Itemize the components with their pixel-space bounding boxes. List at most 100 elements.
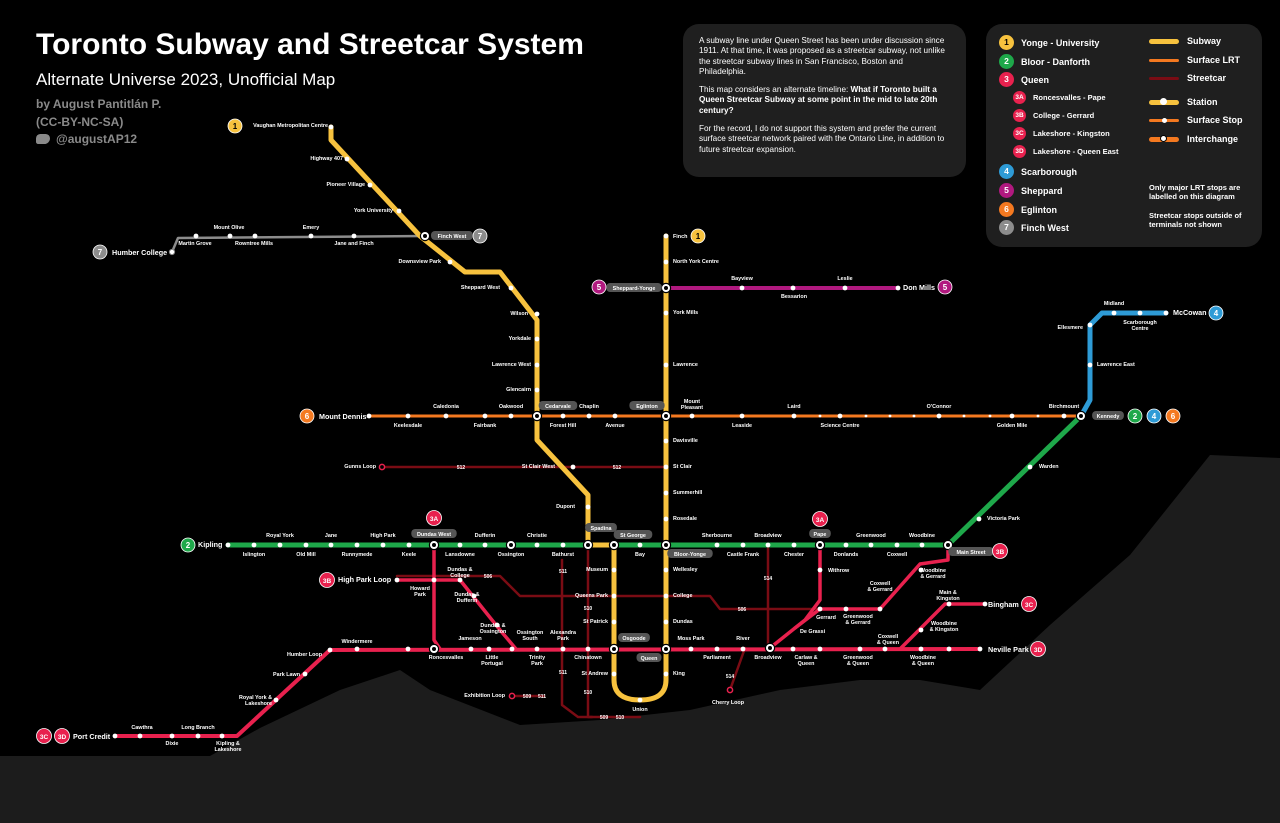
terminal-mccowan: McCowan [1173,308,1207,317]
label-bathurst: Bathurst [552,552,574,558]
station-greenwood [868,542,874,548]
terminal-humber-college: Humber College [112,248,167,257]
legend-type-interchange: Interchange [1149,134,1238,144]
legend-type-surface-lrt: Surface LRT [1149,55,1240,65]
station-alexandra-park [560,646,566,652]
station-lawrence [663,362,669,368]
station-dixie [169,733,175,739]
legend-note-streetcar: Streetcar stops outside of terminals not… [1149,211,1242,229]
badge-3a [812,511,828,527]
label-coxwell-gerrard: Coxwell& Gerrard [867,581,892,593]
route-510: 510 [616,715,625,721]
label-broadview: Broadview [754,655,782,661]
station-victoria-park [976,516,982,522]
label-gerrard: Gerrard [816,615,836,621]
terminal-mount-dennis: Mount Dennis [319,412,367,421]
label-dundas-college: Dundas &College [447,567,472,579]
label-york-mills: York Mills [673,310,698,316]
badge-3d [1030,641,1046,657]
station-mccowan [1163,310,1169,316]
label-lawrence-east: Lawrence East [1097,362,1135,368]
label-leslie: Leslie [837,276,852,282]
twitter-icon [36,134,50,144]
station-cawthra [137,733,143,739]
note-question: What if Toronto built a Queen Streetcar … [699,85,938,115]
station-icon [1149,97,1179,105]
svg-text:3D: 3D [1034,647,1043,654]
route-511: 511 [538,694,546,700]
line-badge-icon: 3B [1013,109,1026,122]
badge-1 [227,118,243,134]
streetcar-514 [728,543,770,692]
label-dixie: Dixie [166,741,179,747]
label-woodbine-gerrard: Woodbine& Gerrard [920,568,946,580]
station-humber-college [168,248,176,256]
station-college-stop [817,606,823,612]
station-bathurst [560,542,566,548]
station-forest-hill [560,413,566,419]
terminal-don-mills: Don Mills [903,283,935,292]
label-dundas-west: Dundas West [417,532,451,538]
label-castle-frank: Castle Frank [727,552,759,558]
station-kipling [225,542,231,548]
station-port-credit [112,733,118,739]
station-downsview-park [447,259,453,265]
station-yorkdale [534,336,540,342]
line3-queen [113,647,982,738]
station-st-andrew [611,671,617,677]
svg-text:5: 5 [943,283,948,292]
station-york-mills [663,310,669,316]
label-coxwell: Coxwell [887,552,908,558]
badge-4 [1146,408,1162,424]
label-bessarion: Bessarion [781,294,807,300]
label-humber-loop: Humber Loop [287,652,323,658]
label-withrow: Withrow [828,568,850,574]
streetcar-icon [1149,76,1179,80]
label-york-university: York University [354,208,393,214]
station-college-stop [431,577,437,583]
station-bay [637,542,643,548]
svg-text:7: 7 [478,232,483,241]
station-midland [1111,310,1117,316]
label-carlaw-queen: Carlaw &Queen [794,655,817,667]
station-college-stop [494,622,500,628]
station-broadview [765,542,771,548]
station-kingston-stop [918,627,924,633]
line-badge-icon: 3D [1013,145,1026,158]
svg-text:3A: 3A [430,516,439,523]
label-queens-park: Queens Park [575,593,608,599]
label-gunns-loop: Gunns Loop [344,464,376,470]
station-fairbank [482,413,488,419]
twitter-handle[interactable]: @augustAP12 [36,132,137,146]
streetcar-510 [586,543,642,719]
station-birchmount [1061,413,1067,419]
line3c-kingston [898,602,987,651]
label-o-connor: O'Connor [927,404,953,410]
legend-type-streetcar: Streetcar [1149,73,1226,83]
station-york-university [396,208,402,214]
station-bayview [739,285,745,291]
line7-finch-west [170,234,427,254]
station-union [637,697,643,703]
route-509: 509 [600,715,609,721]
station-jane [328,542,334,548]
svg-text:6: 6 [1171,412,1176,421]
label-royal-york-lakeshore: Royal York &Lakeshore [239,695,272,707]
badge-3d [54,728,70,744]
line-badge-icon: 3A [1013,91,1026,104]
station-caledonia [443,413,449,419]
route-512: 512 [613,465,622,471]
svg-text:2: 2 [1133,412,1138,421]
station-withrow [817,567,823,573]
badge-3c [1021,596,1037,612]
label-golden-mile: Golden Mile [997,423,1028,429]
station-coxwell [894,542,900,548]
label-kipling-lakeshore: Kipling &Lakeshore [215,741,242,753]
